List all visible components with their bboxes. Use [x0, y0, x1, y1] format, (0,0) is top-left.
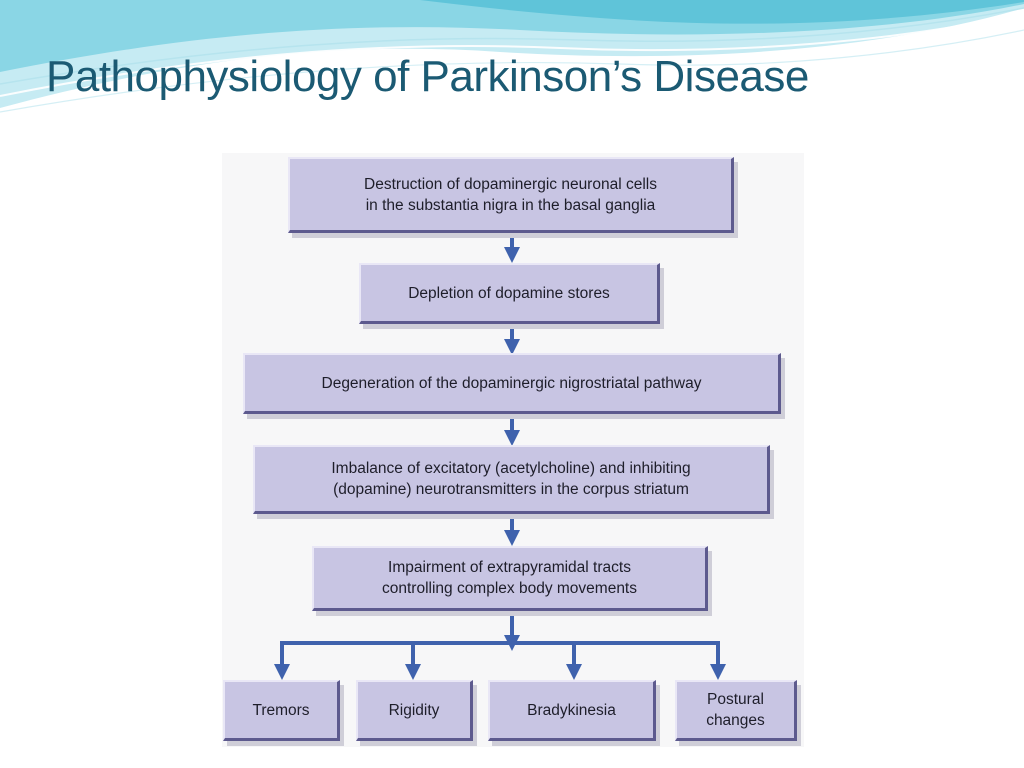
- step-destruction-of-neurons: Destruction of dopaminergic neuronal cel…: [288, 157, 734, 233]
- slide-title: Pathophysiology of Parkinson’s Disease: [46, 52, 809, 101]
- outcome-tremors: Tremors: [223, 680, 340, 741]
- header-wave-decoration: [0, 0, 1024, 113]
- outcome-rigidity: Rigidity: [356, 680, 473, 741]
- outcome-bradykinesia: Bradykinesia: [488, 680, 656, 741]
- step-neurotransmitter-imbalance: Imbalance of excitatory (acetylcholine) …: [253, 445, 770, 514]
- step-dopamine-depletion: Depletion of dopamine stores: [359, 263, 660, 324]
- step-nigrostriatal-degeneration: Degeneration of the dopaminergic nigrost…: [243, 353, 781, 414]
